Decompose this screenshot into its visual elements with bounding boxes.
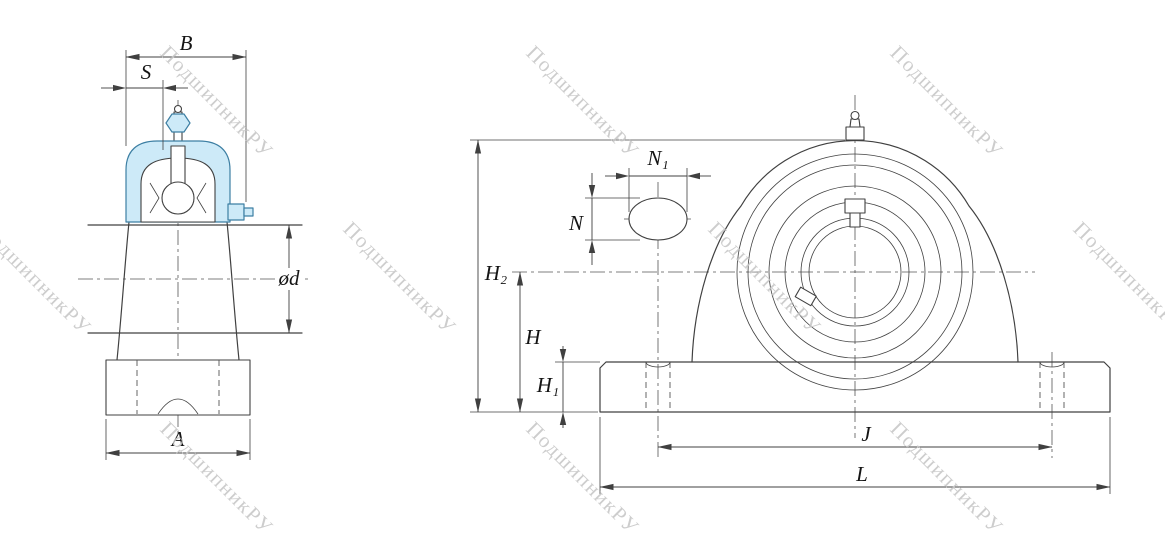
watermark-text: ПодшипникРУ (522, 41, 645, 164)
dim-label-N1: N₁ (646, 146, 668, 170)
slot-ellipse (628, 197, 688, 241)
dim-label-H2: H₂ (484, 261, 507, 285)
dome-outline (691, 140, 1019, 363)
dim-H2: H₂ (470, 139, 845, 413)
grease-fitting-side (227, 203, 254, 221)
front-centerlines (512, 95, 1053, 458)
watermark-text: ПодшипникРУ (156, 417, 279, 540)
bearing-cap (125, 140, 231, 223)
housing-dome (691, 140, 1019, 363)
side-view: B S ød A (78, 31, 312, 460)
watermark-text: ПодшипникРУ (339, 217, 462, 340)
bolt-slot-detail (628, 197, 688, 241)
dim-J: J (657, 422, 1053, 451)
watermark-text: ПодшипникРУ (886, 417, 1009, 540)
dim-label-H1: H₁ (536, 373, 559, 397)
watermark-text: ПодшипникРУ (886, 41, 1009, 164)
dim-N1: N₁ (605, 146, 711, 212)
dim-label-L: L (855, 462, 868, 486)
dim-H: H (516, 271, 542, 413)
set-screw-top (844, 198, 866, 228)
front-base (599, 361, 1111, 413)
dim-N: N (568, 173, 640, 265)
dim-label-od: ød (278, 266, 301, 290)
cap-bolt (165, 104, 191, 147)
housing-base (105, 359, 251, 416)
dim-od: ød (275, 224, 303, 334)
dim-label-S: S (141, 60, 152, 84)
dim-label-J: J (861, 422, 872, 446)
dim-label-H: H (524, 325, 542, 349)
roller-left (149, 182, 160, 214)
dim-H1: H₁ (536, 346, 600, 428)
dim-A: A (105, 419, 251, 460)
base-outline (105, 359, 251, 416)
dim-label-N: N (568, 211, 584, 235)
nut (165, 113, 191, 133)
watermark-text: ПодшипникРУ (1069, 217, 1165, 340)
watermark-text: ПодшипникРУ (0, 217, 96, 340)
dim-label-B: B (180, 31, 193, 55)
set-screw-angled (794, 286, 817, 307)
shaft-lines (87, 224, 303, 334)
grease-nipple (845, 110, 865, 141)
watermark-text: ПодшипникРУ (704, 217, 827, 340)
bolt-slot (170, 145, 186, 185)
housing-body (116, 221, 240, 361)
dim-L: L (599, 417, 1111, 494)
dim-S: S (101, 60, 188, 150)
bore-circles (736, 153, 974, 391)
dim-B: B (125, 31, 247, 202)
roller-right (196, 182, 207, 214)
dim-label-A: A (170, 427, 185, 451)
watermark-text: ПодшипникРУ (522, 417, 645, 540)
base-outline-front (599, 361, 1111, 413)
front-view: H₂ H H₁ N (470, 95, 1111, 494)
bearing-ball (161, 181, 195, 215)
